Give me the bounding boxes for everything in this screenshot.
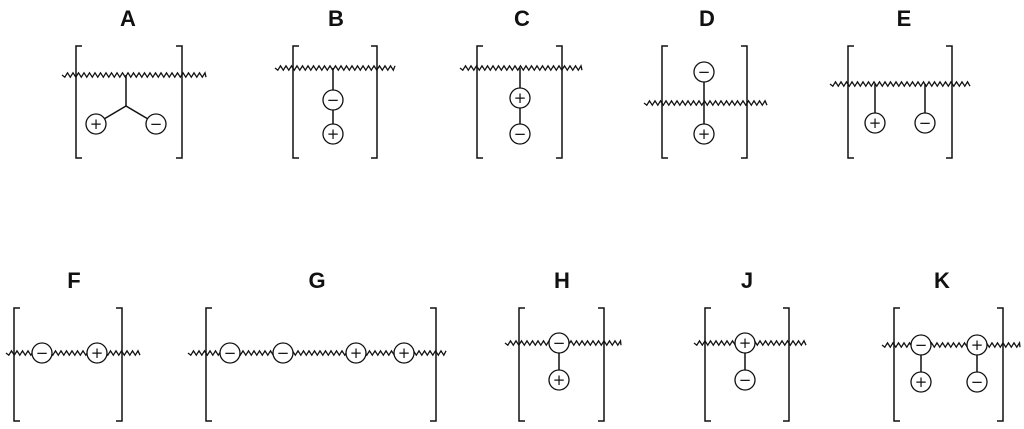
bracket-h-right	[598, 307, 605, 422]
charge-k-3-circle	[910, 371, 932, 393]
bond-a-right	[125, 105, 149, 120]
charge-d-1-sign: −	[698, 63, 711, 81]
charge-c-2-circle	[509, 123, 531, 145]
charge-a-2-sign: −	[150, 115, 163, 133]
charge-e-1-circle	[864, 112, 886, 134]
charge-b-2-circle	[322, 123, 344, 145]
charge-e-2-circle	[914, 112, 936, 134]
charge-j-2-circle	[734, 369, 756, 391]
charge-f-2-sign: +	[91, 344, 104, 362]
charge-f-1-sign: −	[36, 344, 49, 362]
bracket-b-left	[292, 45, 299, 159]
charge-g-4-sign: +	[398, 344, 411, 362]
panel-label-c: C	[514, 6, 530, 31]
charge-f-1-circle	[31, 342, 53, 364]
charge-b-1-circle	[322, 89, 344, 111]
panel-label-e: E	[897, 6, 912, 31]
bracket-j-left	[704, 307, 711, 422]
bracket-f-left	[13, 307, 20, 422]
bracket-j-right	[783, 307, 790, 422]
bracket-c-right	[556, 45, 563, 159]
chain-c	[459, 64, 583, 72]
charge-b-1-sign: −	[327, 91, 340, 109]
bracket-e-right	[946, 45, 953, 159]
charge-b-2-sign: +	[327, 125, 340, 143]
panel-label-j: J	[741, 268, 753, 293]
panel-label-a: A	[120, 6, 136, 31]
charge-j-1-circle	[734, 332, 756, 354]
charge-k-4-sign: −	[971, 373, 984, 391]
charge-g-1-sign: −	[224, 344, 237, 362]
charge-j-1-sign: +	[739, 334, 752, 352]
charge-g-3-sign: +	[350, 344, 363, 362]
chain-e	[829, 80, 971, 88]
charge-a-2-circle	[145, 113, 167, 135]
bonds	[103, 68, 978, 372]
chain-a	[61, 71, 207, 79]
charge-k-3-sign: +	[915, 373, 928, 391]
brackets	[13, 45, 1004, 422]
panel-label-g: G	[308, 268, 325, 293]
charge-c-1-sign: +	[514, 89, 527, 107]
bond-a-left	[103, 105, 127, 120]
chain-d	[643, 99, 768, 107]
charge-d-2-sign: +	[698, 125, 711, 143]
bracket-g-left	[205, 307, 212, 422]
charge-signs: + − − + + − − + + − − + − − + + − + + − − + + −	[36, 63, 984, 391]
bracket-g-right	[430, 307, 437, 422]
bracket-b-right	[371, 45, 378, 159]
panel-label-d: D	[699, 6, 715, 31]
chain-f	[5, 349, 141, 357]
charge-k-1-sign: −	[915, 336, 928, 354]
panel-label-h: H	[554, 268, 570, 293]
panel-label-k: K	[934, 268, 950, 293]
bracket-d-right	[741, 45, 748, 159]
charge-h-1-sign: −	[553, 334, 566, 352]
bracket-a-left	[75, 45, 82, 159]
polymer-chains	[5, 64, 1021, 357]
charge-g-4-circle	[393, 342, 415, 364]
bracket-c-left	[476, 45, 483, 159]
charge-a-1-circle	[85, 113, 107, 135]
charge-e-1-sign: +	[869, 114, 882, 132]
charge-e-2-sign: −	[919, 114, 932, 132]
charge-k-2-sign: +	[971, 336, 984, 354]
charge-g-2-circle	[272, 342, 294, 364]
charges	[31, 61, 988, 393]
charge-g-2-sign: −	[277, 344, 290, 362]
bracket-k-left	[893, 307, 900, 422]
charge-g-1-circle	[219, 342, 241, 364]
charge-h-2-circle	[548, 369, 570, 391]
chain-k	[881, 340, 1021, 349]
charge-k-2-circle	[966, 334, 988, 356]
charge-g-3-circle	[345, 342, 367, 364]
charge-a-1-sign: +	[90, 115, 103, 133]
charge-c-1-circle	[509, 87, 531, 109]
charge-k-1-circle	[910, 334, 932, 356]
panel-label-b: B	[328, 6, 344, 31]
bracket-h-left	[518, 307, 525, 422]
charge-f-2-circle	[86, 342, 108, 364]
bracket-k-right	[997, 307, 1004, 422]
panel-label-f: F	[67, 268, 80, 293]
bracket-f-right	[116, 307, 123, 422]
chain-b	[274, 64, 396, 72]
charge-h-1-circle	[548, 332, 570, 354]
charge-h-2-sign: +	[553, 371, 566, 389]
charge-k-4-circle	[966, 371, 988, 393]
charge-j-2-sign: −	[739, 371, 752, 389]
charge-d-1-circle	[693, 61, 715, 83]
bracket-e-left	[847, 45, 854, 159]
charge-c-2-sign: −	[514, 125, 527, 143]
bracket-a-right	[176, 45, 183, 159]
charge-d-2-circle	[693, 123, 715, 145]
